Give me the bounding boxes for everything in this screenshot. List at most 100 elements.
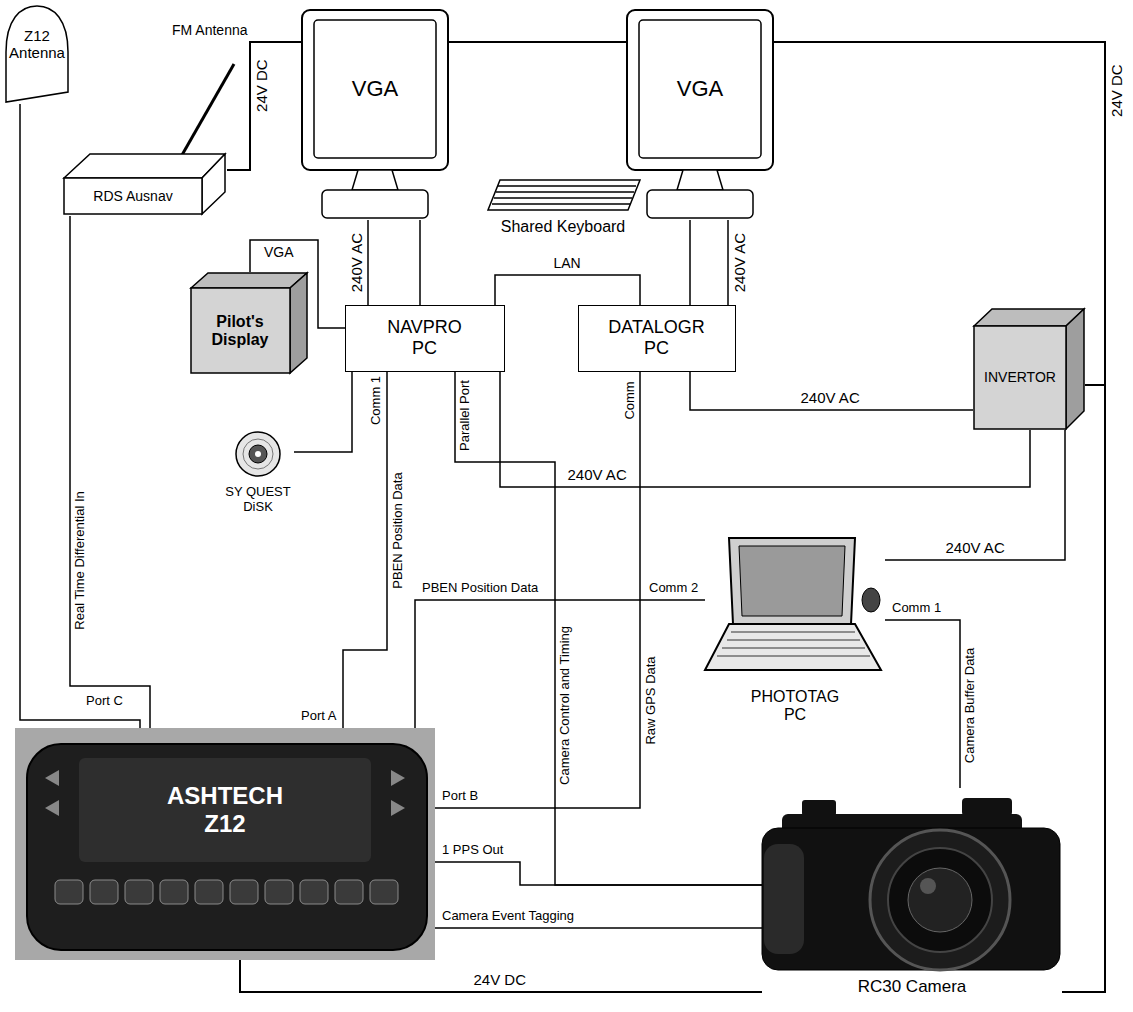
text-area: SY QUEST DiSK: [222, 480, 294, 520]
drawing-part: [802, 800, 836, 816]
drawing-part: [314, 20, 436, 158]
signal-label: 240V AC: [731, 231, 748, 294]
drawing-part: [974, 326, 1066, 429]
signal-label: Real Time Differential In: [73, 489, 88, 632]
keyboard: Shared Keyboard: [478, 176, 648, 240]
node-label: VGA: [677, 76, 723, 101]
connector: [435, 862, 762, 885]
drawing-part: [974, 309, 1084, 326]
drawing-part: [255, 451, 261, 457]
drawing-part: [1066, 309, 1084, 429]
connector: [435, 927, 762, 929]
signal-label: Camera Control and Timing: [558, 623, 573, 786]
drawing-part: [862, 588, 880, 612]
camera-drawing: [762, 788, 1062, 1000]
node-label: VGA: [352, 76, 398, 101]
port-label: Comm 2: [647, 581, 700, 596]
node-label: INVERTOR: [984, 369, 1056, 385]
connector: [689, 220, 691, 305]
drawing-part: [762, 828, 1060, 970]
signal-label: LAN: [552, 255, 583, 271]
node-label: RDS Ausnav: [93, 188, 172, 204]
drawing-part: [677, 170, 723, 190]
drawing-part: [729, 538, 855, 624]
signal-label: VGA: [262, 244, 296, 260]
disk-drive: SY QUEST DiSK: [222, 430, 294, 522]
drawing-part: [739, 546, 845, 616]
drawing-part: [125, 880, 153, 904]
connector: [885, 430, 1065, 560]
signal-label: 240V AC: [799, 389, 862, 406]
gps-receiver-photo-drawing: [15, 728, 435, 960]
drawing-part: [160, 880, 188, 904]
port-label: Comm 1: [890, 601, 943, 616]
drawing-part: [64, 154, 225, 178]
drawing-part: [335, 880, 363, 904]
drawing-part: [717, 632, 870, 656]
drawing-part: [195, 880, 223, 904]
signal-label: 240V AC: [944, 539, 1007, 556]
drawing-part: [249, 445, 267, 463]
node-label: RC30 Camera: [858, 977, 967, 997]
connector: [495, 275, 640, 305]
port-label: Port A: [299, 709, 338, 724]
computer-box: NAVPRO PC: [345, 305, 505, 372]
connector: [294, 372, 352, 452]
drawing-part: [290, 273, 307, 373]
receiver-box-drawing: [62, 140, 227, 216]
port-label: 24V DC: [1108, 62, 1125, 119]
text-area: DATALOGR PC: [581, 308, 732, 368]
connector: [1062, 385, 1105, 992]
node-label: Shared Keyboard: [501, 218, 626, 236]
drawing-part: [64, 178, 202, 214]
node-label: SY QUEST DiSK: [222, 485, 294, 515]
monitor: VGA: [625, 8, 775, 220]
drawing-part: [888, 848, 992, 952]
text-area: RC30 Camera: [762, 974, 1062, 1000]
display-box: Pilot's Display: [190, 272, 308, 374]
text-area: VGA: [314, 20, 436, 158]
text-area: ASHTECH Z12: [85, 760, 365, 860]
drawing-part: [920, 878, 936, 894]
signal-label: 240V AC: [348, 231, 365, 294]
text-area: RDS Ausnav: [66, 180, 200, 212]
node-label: ASHTECH Z12: [167, 782, 283, 837]
drawing-part: [302, 10, 448, 170]
drawing-part: [492, 186, 636, 204]
signal-label: Camera Buffer Data: [963, 645, 978, 764]
camera: RC30 Camera: [762, 788, 1062, 1000]
drawing-part: [870, 830, 1010, 970]
drawing-part: [488, 180, 640, 210]
inverter-box: INVERTOR: [973, 308, 1085, 430]
drawing-part: [243, 439, 273, 469]
gps-receiver-photo: ASHTECH Z12: [15, 728, 435, 960]
text-area: VGA: [639, 20, 761, 158]
drawing-part: [391, 770, 405, 816]
drawing-part: [15, 728, 435, 960]
drawing-part: [352, 170, 398, 190]
connector: [70, 216, 150, 728]
drawing-part: [55, 880, 83, 904]
text-area: Pilot's Display: [192, 290, 288, 372]
drawing-part: [322, 190, 428, 218]
monitor: VGA: [300, 8, 450, 220]
connector: [727, 220, 729, 305]
node-label: PHOTOTAG PC: [751, 688, 839, 725]
port-label: Parallel Port: [458, 378, 473, 453]
drawing-part: [27, 744, 427, 950]
signal-label: 24V DC: [472, 971, 529, 988]
drawing-part: [639, 20, 761, 158]
signal-label: 240V AC: [566, 466, 629, 483]
monitor-drawing: [625, 8, 775, 220]
drawing-part: [962, 798, 1012, 816]
drawing-part: [627, 10, 773, 170]
connector: [419, 220, 421, 305]
node-label: Z12 Antenna: [9, 27, 65, 62]
port-label: FM Antenna: [170, 22, 250, 38]
drawing-part: [45, 770, 59, 816]
drawing-part: [202, 154, 225, 214]
signal-label: Camera Event Tagging: [440, 909, 576, 924]
drawing-part: [764, 844, 804, 954]
drawing-part: [236, 432, 280, 476]
drawing-part: [90, 880, 118, 904]
